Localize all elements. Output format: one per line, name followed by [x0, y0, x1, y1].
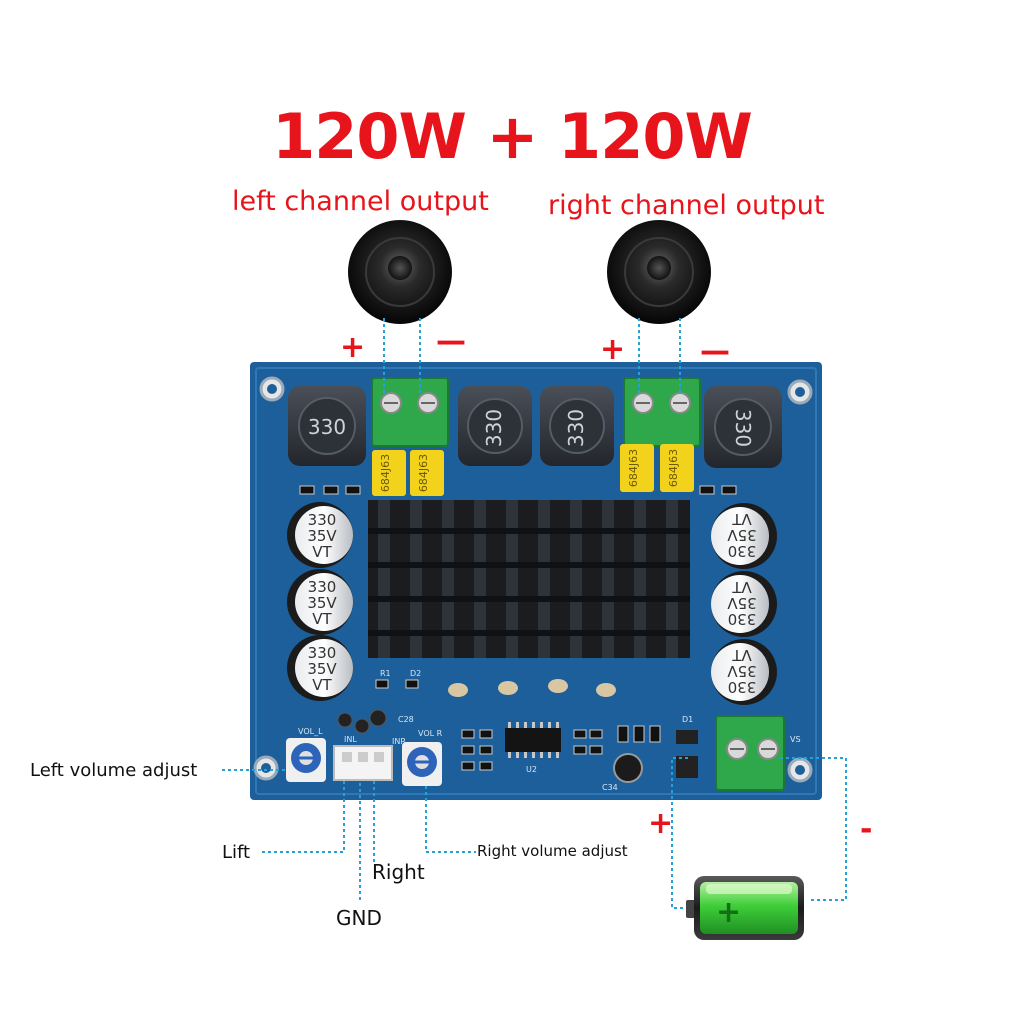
left-output-terminal: [371, 377, 449, 447]
input-connector: [333, 745, 393, 781]
battery-plus-sign: +: [648, 806, 674, 841]
svg-text:684J63: 684J63: [379, 454, 392, 492]
left-volume-knob[interactable]: [286, 738, 326, 782]
svg-text:330: 330: [731, 409, 755, 447]
svg-text:VT: VT: [731, 510, 751, 528]
svg-text:C34: C34: [602, 783, 618, 792]
svg-text:330: 330: [308, 578, 337, 596]
svg-text:VS: VS: [790, 735, 801, 744]
svg-text:D2: D2: [410, 669, 421, 678]
left-minus-sign: —: [436, 324, 466, 359]
svg-text:35V: 35V: [727, 526, 757, 544]
svg-text:35V: 35V: [727, 662, 757, 680]
svg-text:330: 330: [308, 644, 337, 662]
page-title: 120W + 120W: [272, 100, 753, 173]
svg-text:330: 330: [308, 511, 337, 529]
svg-text:35V: 35V: [727, 594, 757, 612]
right-channel-label: right channel output: [548, 190, 825, 221]
svg-text:D1: D1: [682, 715, 693, 724]
right-minus-sign: —: [700, 334, 730, 369]
svg-text:35V: 35V: [307, 594, 337, 612]
heatsink: [368, 500, 690, 658]
svg-text:330: 330: [728, 542, 757, 560]
film-capacitor: 684J63: [372, 450, 406, 496]
right-volume-label: Right volume adjust: [477, 842, 628, 860]
svg-text:VOL_L: VOL_L: [298, 727, 323, 736]
inductor: 330: [540, 386, 614, 466]
left-plus-sign: +: [340, 330, 366, 365]
amplifier-chip: [505, 722, 561, 758]
film-capacitor: 684J63: [620, 444, 654, 492]
inductor: 330: [458, 386, 532, 466]
svg-text:U2: U2: [526, 765, 537, 774]
right-speaker-icon: [607, 220, 711, 324]
svg-text:684J63: 684J63: [417, 454, 430, 492]
svg-text:C28: C28: [398, 715, 414, 724]
svg-text:VT: VT: [312, 676, 332, 694]
svg-text:INR: INR: [392, 737, 406, 746]
svg-text:684J63: 684J63: [627, 449, 640, 487]
svg-text:330: 330: [728, 610, 757, 628]
svg-text:VT: VT: [731, 578, 751, 596]
svg-text:INL: INL: [344, 735, 357, 744]
lift-label: Lift: [222, 842, 251, 863]
amplifier-board: 330 330 330 330: [250, 362, 822, 800]
svg-text:330: 330: [482, 409, 506, 447]
svg-text:VOL R: VOL R: [418, 729, 443, 738]
svg-text:+: +: [716, 895, 741, 930]
connection-lines: [222, 318, 847, 909]
film-capacitor: 684J63: [660, 444, 694, 492]
svg-text:VT: VT: [312, 610, 332, 628]
svg-text:VT: VT: [731, 646, 751, 664]
battery-icon: +: [686, 876, 804, 940]
svg-text:35V: 35V: [307, 527, 337, 545]
inductor: 330: [288, 386, 366, 466]
right-output-terminal: [623, 377, 701, 447]
svg-text:330: 330: [728, 678, 757, 696]
right-volume-knob[interactable]: [402, 742, 442, 786]
svg-text:330: 330: [564, 409, 588, 447]
svg-text:VT: VT: [312, 543, 332, 561]
svg-text:330: 330: [308, 415, 346, 439]
left-speaker-icon: [348, 220, 452, 324]
svg-text:684J63: 684J63: [667, 449, 680, 487]
right-plus-sign: +: [600, 332, 626, 367]
svg-text:R1: R1: [380, 669, 391, 678]
svg-text:35V: 35V: [307, 660, 337, 678]
left-channel-label: left channel output: [232, 186, 489, 217]
film-capacitor: 684J63: [410, 450, 444, 496]
power-terminal: [715, 715, 785, 791]
gnd-label: GND: [336, 906, 382, 930]
inductor: 330: [704, 386, 782, 468]
left-volume-label: Left volume adjust: [30, 760, 198, 781]
battery-minus-sign: -: [860, 812, 873, 847]
right-input-label: Right: [372, 860, 425, 884]
